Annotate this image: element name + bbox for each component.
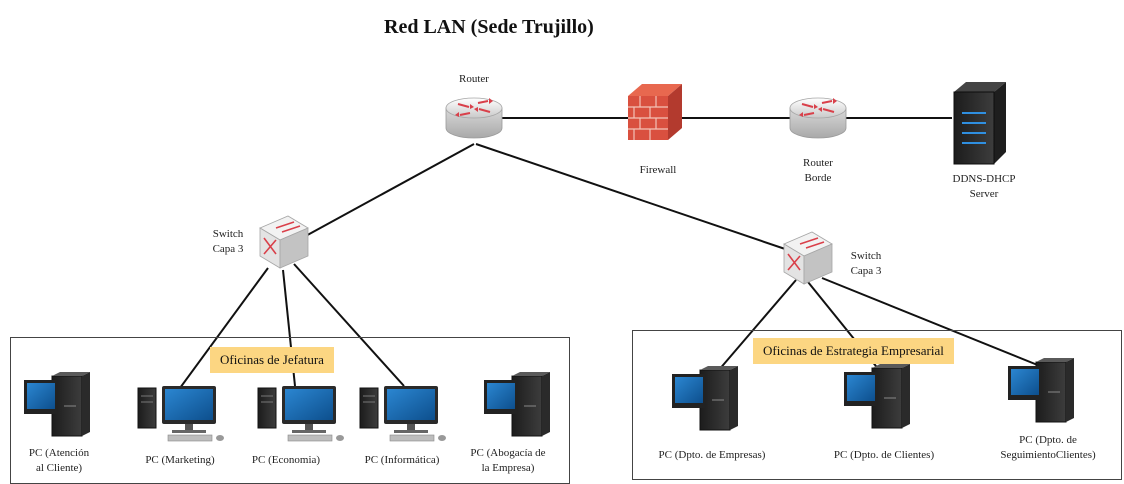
router-borde-icon (789, 97, 847, 139)
pc-label: PC (Economia) (251, 454, 321, 466)
pc-label: PC (Dpto. de Empresas) (658, 449, 766, 461)
router-label: Router (459, 73, 489, 85)
server-label: DDNS-DHCP Server (952, 173, 1016, 200)
pc-label: PC (Dpto. de Clientes) (833, 449, 935, 461)
link-router-switch-right (475, 143, 795, 253)
pc-label: PC (Atención al Cliente) (28, 447, 90, 474)
pc-label: PC (Informática) (364, 454, 440, 466)
link-switchleft-pc3 (293, 263, 405, 387)
router-core[interactable] (445, 97, 503, 139)
link-router-switch-left (301, 143, 475, 239)
link-switchright-pc3 (821, 277, 1051, 371)
group-label-jefatura: Oficinas de Jefatura (210, 347, 334, 373)
firewall-icon[interactable] (628, 84, 682, 140)
switch-right-label: Switch Capa 3 (850, 250, 882, 277)
switch-left[interactable] (259, 215, 309, 269)
router-borde[interactable] (789, 97, 847, 139)
pc-label: PC (Marketing) (145, 454, 215, 466)
router-borde-label: Router Borde (803, 157, 833, 184)
pc-label: PC (Dpto. de SeguimientoClientes) (1000, 434, 1096, 461)
group-estrategia (632, 330, 1122, 480)
router-icon (445, 97, 503, 139)
pc-label: PC (Abogacía de la Empresa) (470, 447, 546, 474)
switch-left-icon (259, 215, 309, 269)
group-label-estrategia: Oficinas de Estrategia Empresarial (753, 338, 954, 364)
switch-right-icon (783, 231, 833, 285)
diagram-title: Red LAN (Sede Trujillo) (384, 16, 594, 38)
switch-right[interactable] (783, 231, 833, 285)
switch-left-label: Switch Capa 3 (212, 228, 244, 255)
link-switchleft-pc1 (179, 267, 269, 389)
link-switchright-pc1 (711, 279, 797, 379)
firewall-label: Firewall (639, 164, 677, 176)
server-icon[interactable] (953, 82, 1006, 165)
